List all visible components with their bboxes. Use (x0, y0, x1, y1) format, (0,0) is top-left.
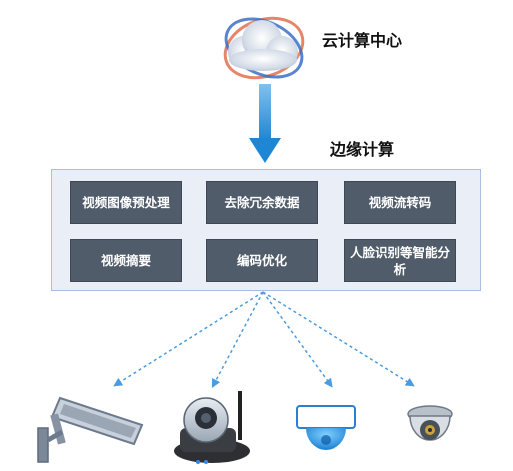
edge-device-links (113, 291, 415, 388)
bullet-camera-icon (37, 396, 144, 463)
link-to-dome-camera (262, 291, 333, 388)
module-encoding-optimization: 编码优化 (206, 239, 318, 282)
mini-dome-camera-icon (407, 405, 453, 441)
module-face-recognition: 人脸识别等智能分析 (344, 239, 456, 282)
edge-computing-label: 边缘计算 (330, 140, 395, 159)
link-to-ptz-camera (211, 291, 264, 388)
module-remove-redundant-data: 去除冗余数据 (206, 181, 318, 224)
down-arrow-icon (249, 84, 281, 163)
link-to-mini-dome-camera (262, 291, 415, 387)
link-to-bullet-camera (113, 291, 264, 387)
module-video-preprocessing: 视频图像预处理 (70, 181, 182, 224)
module-video-summary: 视频摘要 (70, 239, 182, 282)
cloud-icon (223, 16, 305, 80)
cloud-computing-center-label: 云计算中心 (322, 31, 403, 50)
dome-camera-icon (296, 405, 356, 450)
module-stream-transcoding: 视频流转码 (344, 181, 456, 224)
ptz-camera-icon (174, 391, 250, 464)
